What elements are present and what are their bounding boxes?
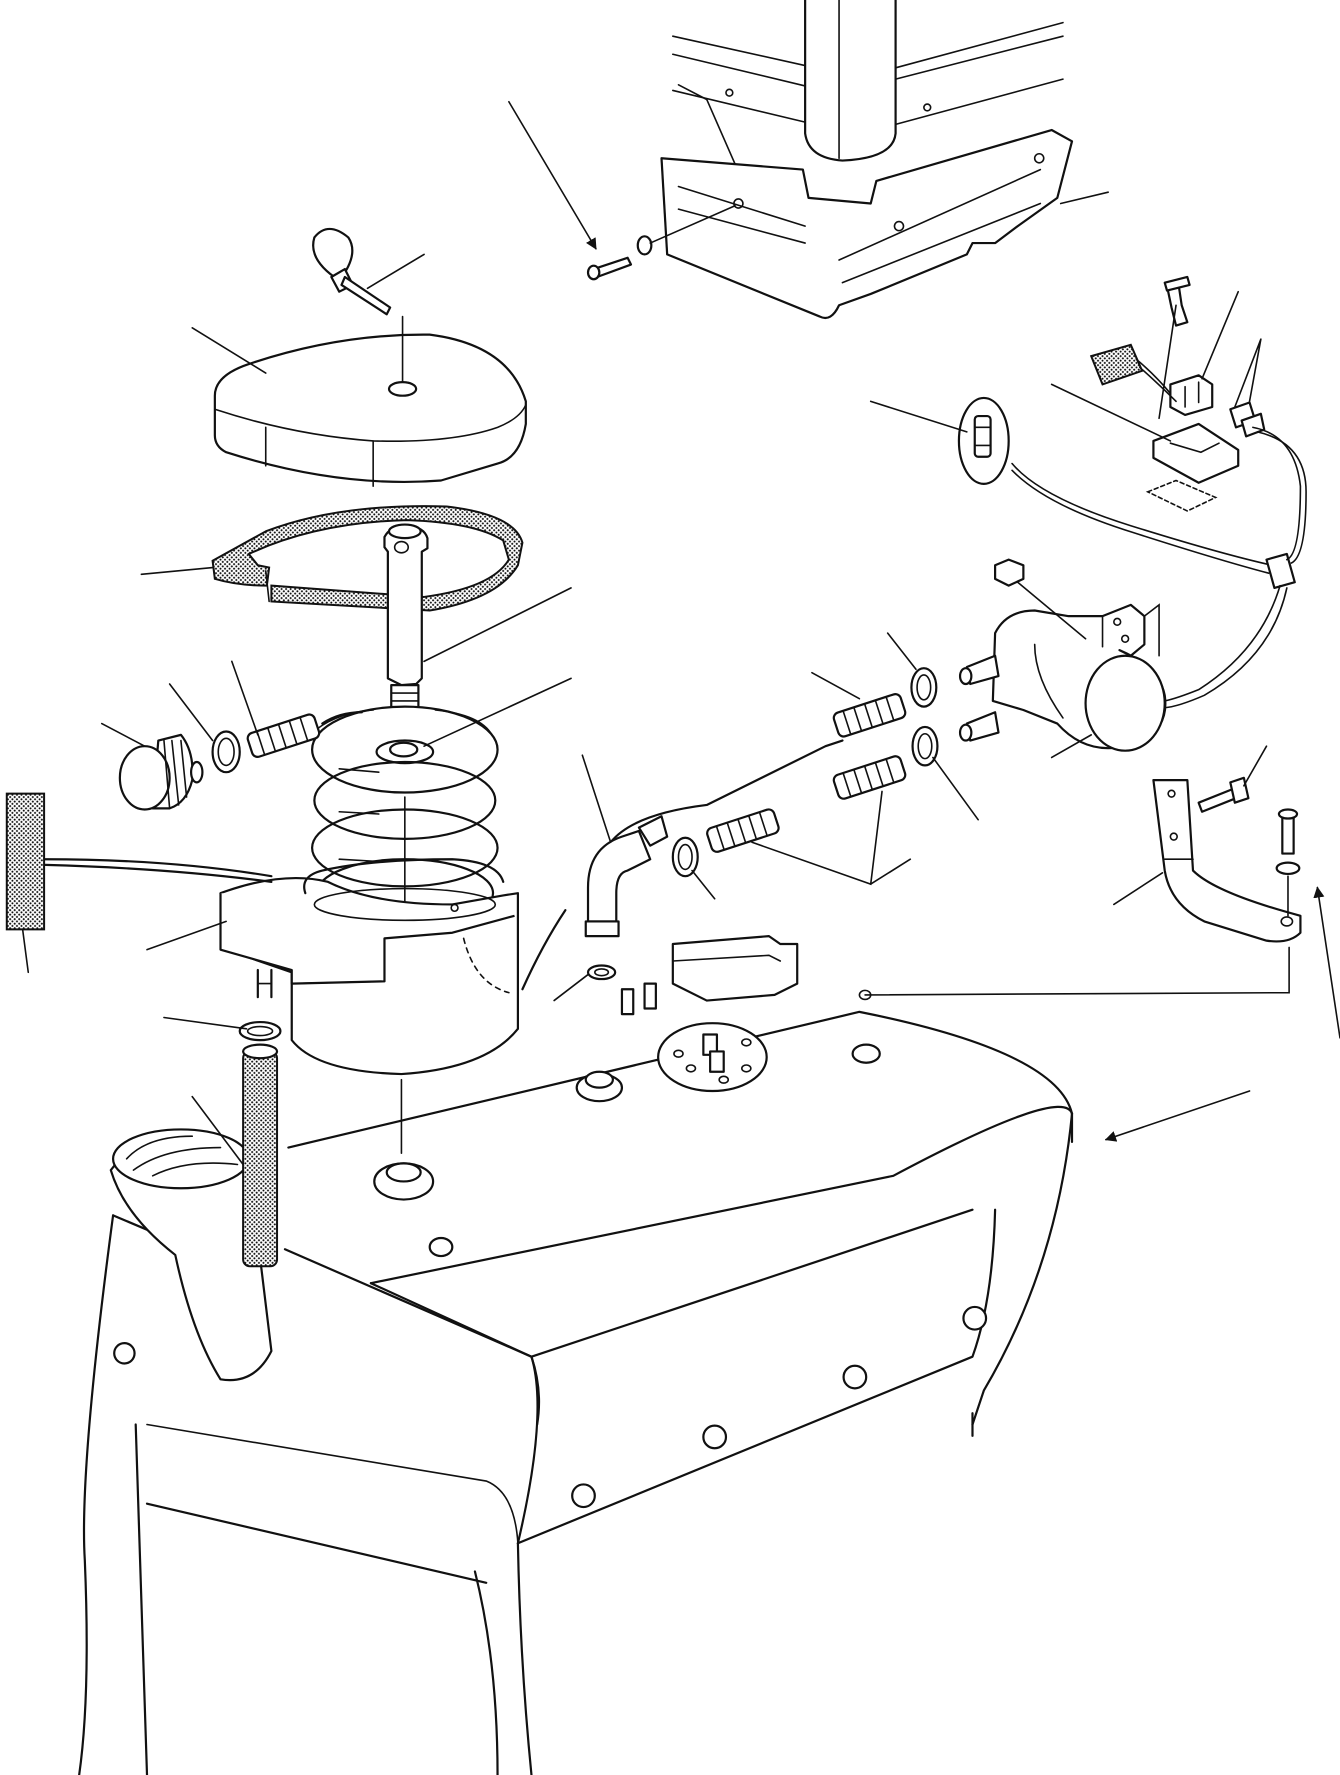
fuel-tank — [79, 936, 1072, 1775]
column-base-bracket — [662, 130, 1072, 318]
cover-icon — [215, 335, 526, 487]
elbow-icon — [586, 816, 667, 979]
filter-cover — [192, 317, 526, 487]
wire-icon — [1012, 427, 1306, 707]
pump-bracket — [865, 746, 1340, 1038]
knob-icon — [120, 735, 203, 810]
seal-icon — [213, 506, 523, 610]
tank-bolts — [114, 1045, 986, 1507]
decal — [7, 794, 272, 973]
direction-arrow — [1104, 1091, 1250, 1142]
disc-icon — [312, 707, 497, 933]
upright-column — [662, 0, 1109, 318]
cover-seal — [141, 506, 522, 610]
pump-icon — [960, 560, 1165, 751]
filler-neck — [111, 1129, 272, 1380]
column-icon — [673, 0, 1063, 161]
bracket-icon — [1153, 778, 1300, 942]
fuse-icon — [959, 398, 1009, 484]
connector-and-holder — [1052, 277, 1265, 511]
hoses — [192, 661, 910, 1266]
elbow-fitting — [554, 755, 667, 1000]
screw-with-washer — [509, 102, 735, 280]
filter-housing — [147, 859, 565, 1153]
screw-icon — [588, 236, 651, 279]
filter-discs — [312, 678, 571, 932]
hose-clamps — [164, 633, 978, 1040]
housing-icon — [221, 859, 566, 1074]
knob — [102, 724, 203, 810]
fuse — [871, 398, 1009, 484]
stud-icon — [384, 525, 427, 712]
decal-icon — [7, 794, 44, 930]
wiring-harness — [1012, 427, 1306, 707]
hose-icon — [243, 693, 907, 1267]
tank-top-fittings — [374, 936, 870, 1199]
pin-icon — [313, 229, 390, 314]
fuel-pump — [960, 560, 1165, 758]
tank-icon — [79, 1012, 1072, 1775]
clamp-icon — [213, 668, 938, 1040]
lynch-pin — [313, 229, 424, 314]
connector-icon — [1091, 277, 1264, 511]
pump-nut — [995, 560, 1023, 586]
center-stud — [384, 525, 571, 712]
